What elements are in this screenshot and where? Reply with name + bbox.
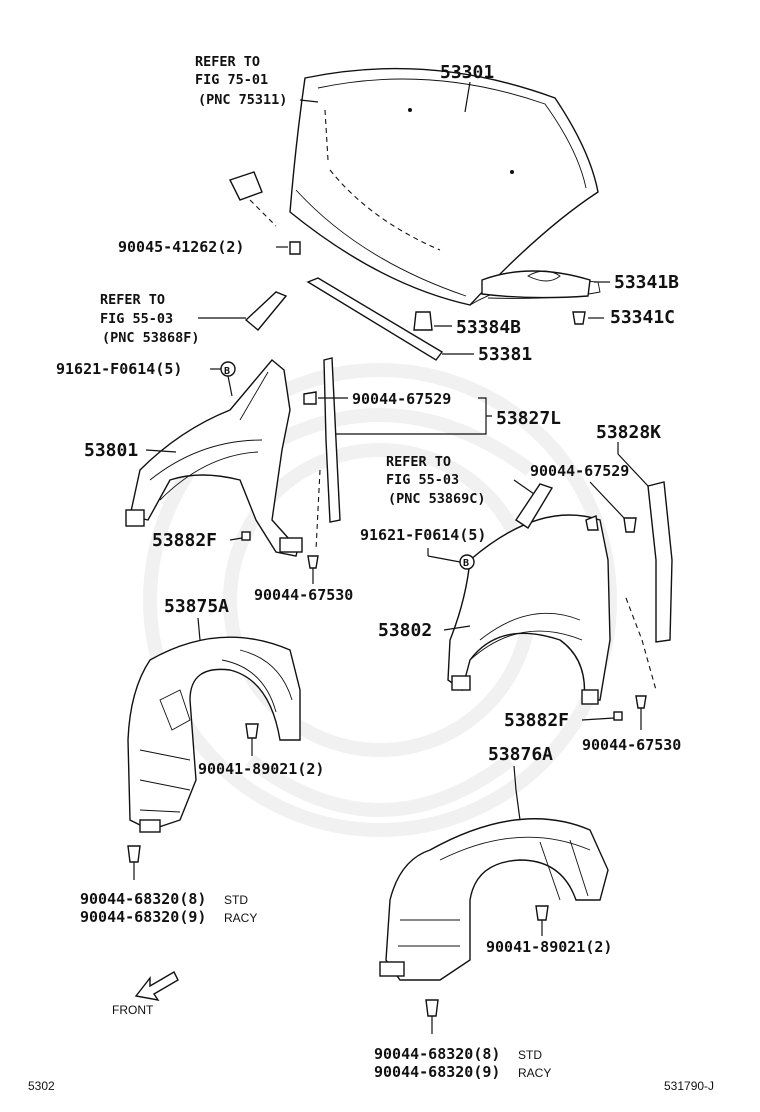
label-53876A: 53876A	[488, 744, 553, 765]
footer-left-code: 5302	[28, 1079, 55, 1093]
svg-text:FIG 75-01: FIG 75-01	[195, 72, 268, 88]
bracket-53828K: 53828K 90044-67529	[530, 422, 673, 691]
seal-53381: 53381	[306, 277, 532, 365]
fender-left	[125, 359, 303, 557]
label-91621-b: 91621-F0614(5)	[360, 526, 486, 544]
svg-text:STD: STD	[224, 893, 248, 907]
circle-b-icon-2	[459, 554, 475, 570]
callout-ref-55-03-b: REFER TO FIG 55-03 (PNC 53869C)	[386, 454, 554, 529]
svg-text:STD: STD	[518, 1048, 542, 1062]
label-53341B: 53341B	[614, 272, 679, 293]
callout-90045: 90045-41262(2)	[118, 238, 301, 256]
svg-text:FIG 55-03: FIG 55-03	[386, 472, 459, 488]
label-90044-67530-b: 90044-67530	[582, 736, 681, 754]
clip-icon	[289, 241, 301, 255]
hood-assembly	[289, 67, 601, 306]
bracket-53827L: 90044-67529 53827L	[303, 357, 561, 551]
svg-text:REFER TO: REFER TO	[195, 54, 260, 70]
svg-text:REFER TO: REFER TO	[386, 454, 451, 470]
label-53882F-b: 53882F	[504, 710, 569, 731]
svg-text:B: B	[463, 558, 469, 569]
svg-text:90044-67529: 90044-67529	[352, 390, 451, 408]
fender-right	[447, 514, 611, 705]
label-90044-68320-a2: 90044-68320(9)	[80, 908, 206, 926]
label-53875A: 53875A	[164, 596, 229, 617]
svg-text:(PNC 53868F): (PNC 53868F)	[102, 330, 200, 346]
svg-text:B: B	[224, 366, 230, 377]
label-53384B: 53384B	[456, 317, 521, 338]
svg-text:53828K: 53828K	[596, 422, 661, 443]
liner-right	[379, 789, 609, 981]
callout-ref-55-03-a: REFER TO FIG 55-03 (PNC 53868F)	[100, 291, 288, 346]
label-90044-68320-b1: 90044-68320(8)	[374, 1045, 500, 1063]
front-arrow-icon	[134, 971, 179, 1001]
front-label: FRONT	[112, 1003, 154, 1017]
svg-text:90045-41262(2): 90045-41262(2)	[118, 238, 244, 256]
svg-text:FIG 55-03: FIG 55-03	[100, 311, 173, 327]
callout-ref-75-01: REFER TO FIG 75-01 (PNC 75311)	[195, 54, 319, 227]
cushion-icon	[413, 311, 433, 331]
watermark	[143, 363, 617, 837]
svg-text:RACY: RACY	[224, 911, 257, 925]
svg-text:53381: 53381	[478, 344, 532, 365]
label-53801: 53801	[84, 440, 138, 461]
svg-text:53827L: 53827L	[496, 408, 561, 429]
label-90044-67530-a: 90044-67530	[254, 586, 353, 604]
svg-text:(PNC 75311): (PNC 75311)	[198, 92, 287, 108]
bumper-icon	[572, 311, 586, 325]
label-90041-b: 90041-89021(2)	[486, 938, 612, 956]
svg-text:REFER TO: REFER TO	[100, 292, 165, 308]
label-53341C: 53341C	[610, 307, 675, 328]
label-hood-53301: 53301	[440, 62, 494, 83]
svg-text:RACY: RACY	[518, 1066, 551, 1080]
label-53882F-a: 53882F	[152, 530, 217, 551]
label-90041-a: 90041-89021(2)	[198, 760, 324, 778]
emblem-icon	[229, 171, 263, 201]
liner-left	[127, 636, 301, 833]
label-90044-68320-a1: 90044-68320(8)	[80, 890, 206, 908]
footer-right-code: 531790-J	[664, 1079, 714, 1093]
label-53802: 53802	[378, 620, 432, 641]
svg-text:(PNC 53869C): (PNC 53869C)	[388, 491, 486, 507]
svg-text:90044-67529: 90044-67529	[530, 462, 629, 480]
label-90044-68320-b2: 90044-68320(9)	[374, 1063, 500, 1081]
label-91621-a: 91621-F0614(5)	[56, 360, 182, 378]
